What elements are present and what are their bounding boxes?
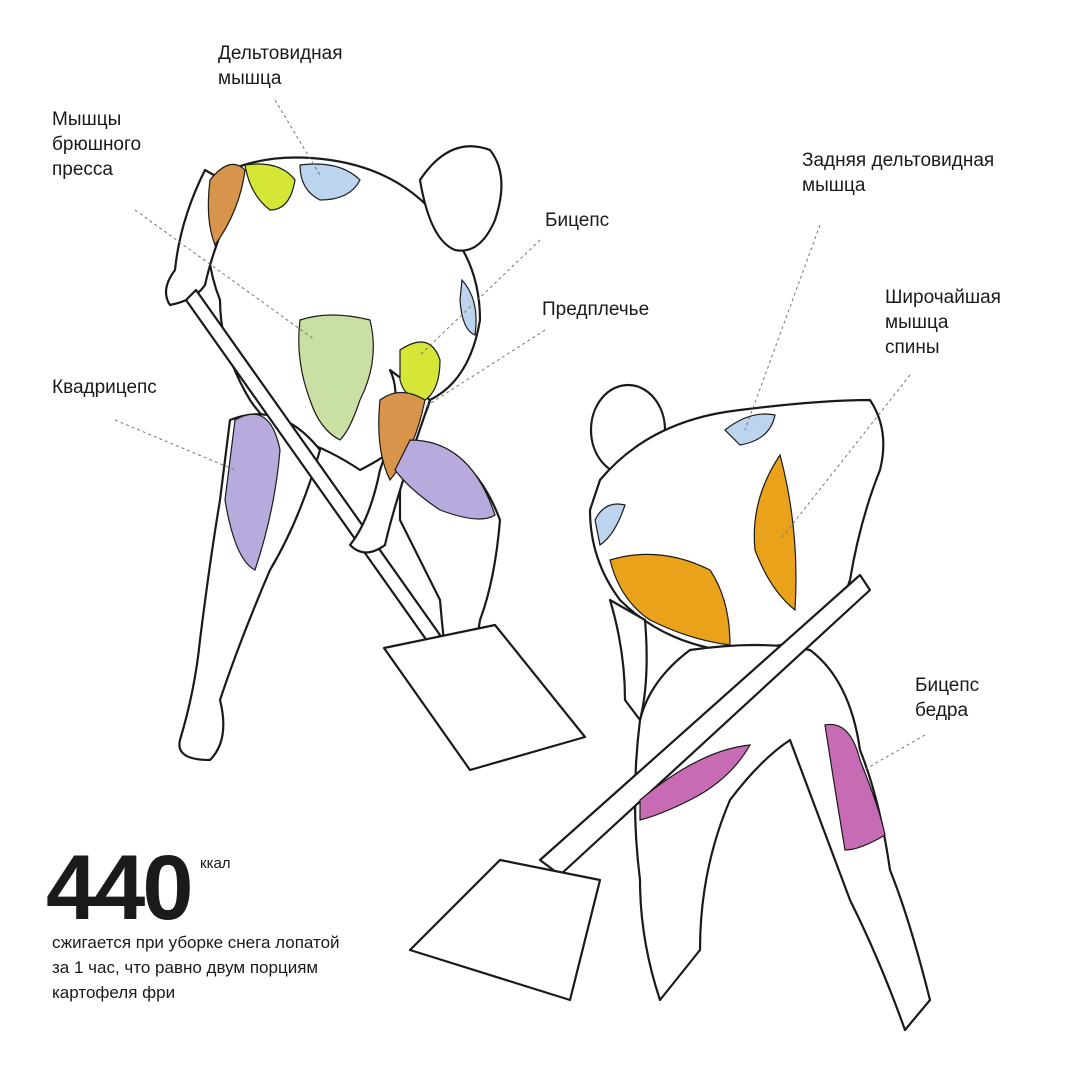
label-quadriceps: Квадрицепс — [52, 377, 157, 398]
muscle-shoulder-yellow — [244, 163, 296, 211]
muscle-hamstring-right — [824, 723, 886, 851]
muscle-rear-deltoid-left — [594, 503, 626, 546]
label-lats: Широчайшая мышца спины — [885, 287, 1001, 358]
label-rear-deltoid: Задняя дельтовидная мышца — [802, 150, 995, 196]
calories-description: сжигается при уборке снега лопатой за 1 … — [52, 933, 340, 1002]
calories-value: 440 — [46, 837, 193, 939]
muscle-deltoid — [299, 163, 361, 201]
label-hamstring: Бицепс бедра — [915, 675, 980, 721]
muscle-hamstring-left — [639, 744, 752, 821]
label-abs: Мышцы брюшного пресса — [52, 109, 142, 180]
muscle-quadriceps-left — [224, 413, 281, 571]
muscle-quadriceps-right — [394, 439, 496, 520]
muscle-abs — [298, 314, 374, 441]
leader-lines — [114, 99, 926, 776]
label-deltoid: Дельтовидная мышца — [218, 43, 343, 89]
muscle-lats-right — [753, 453, 797, 612]
muscle-lats-left — [609, 553, 731, 646]
muscle-rear-deltoid — [724, 413, 776, 446]
calories-unit: ккал — [200, 855, 231, 872]
label-forearm: Предплечье — [542, 299, 650, 320]
front-figure — [164, 145, 587, 772]
label-biceps: Бицепс — [545, 210, 610, 231]
muscle-forearm-upper — [207, 163, 246, 247]
muscle-deltoid-front — [459, 278, 477, 336]
